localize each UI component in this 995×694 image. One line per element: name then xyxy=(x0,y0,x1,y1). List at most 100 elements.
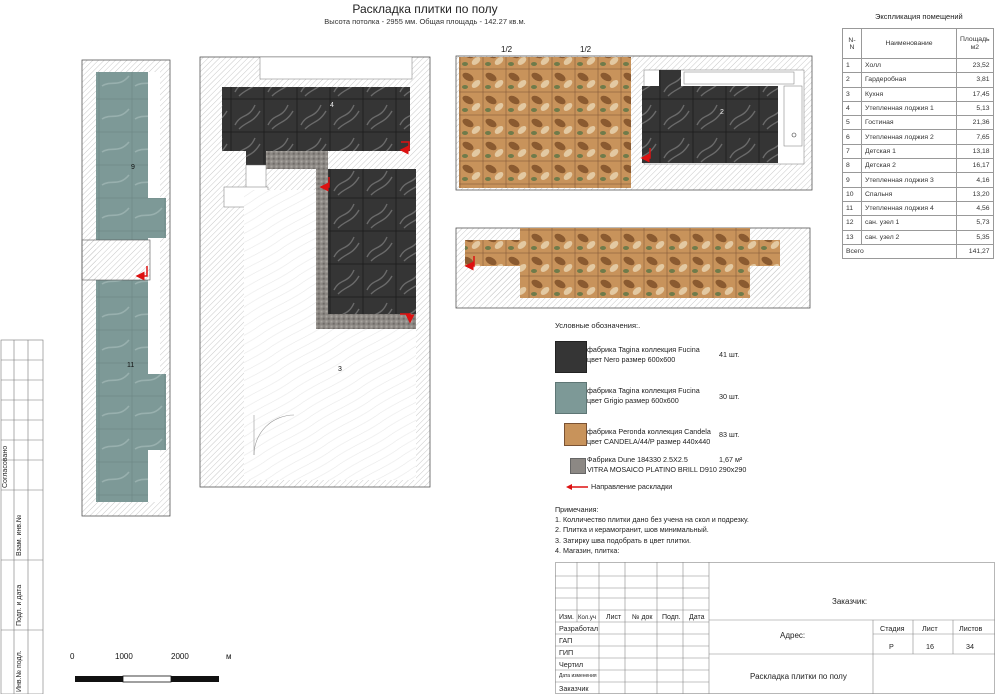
half-label-left: 1/2 xyxy=(501,45,513,54)
rooms-top-right xyxy=(455,55,813,191)
scale-bar xyxy=(75,675,219,683)
explication-total-value: 141,27 xyxy=(956,243,994,260)
explication-row-num: 8 xyxy=(842,158,862,174)
tb-razrabotal: Разработал xyxy=(559,624,599,633)
page-subtitle: Высота потолка - 2955 мм. Общая площадь … xyxy=(324,17,526,26)
notes-block: Примечания: 1. Колличество плитки дано б… xyxy=(555,505,749,556)
half-label-right: 1/2 xyxy=(580,45,592,54)
legend-direction-label: Направление раскладки xyxy=(591,482,673,491)
room-9-label: 9 xyxy=(131,164,135,171)
side-inv-zam-label: Взам. инв.№ xyxy=(16,514,23,556)
explication-row-num: 1 xyxy=(842,57,862,74)
loggia-strip xyxy=(455,227,811,309)
tb-col-podp: Подп. xyxy=(662,614,681,621)
legend-item-grigio: фабрика Tagina коллекция Fucina цвет Gri… xyxy=(587,386,700,406)
explication-col-area: Площадь м2 xyxy=(956,28,994,59)
tb-data-izm: Дата изменения xyxy=(559,673,597,679)
explication-row-num: 12 xyxy=(842,215,862,231)
tb-col-data: Дата xyxy=(689,614,705,621)
legend-item-mosaic: Фабрика Dune 184330 2.5X2.5 VITRA MOSAIC… xyxy=(587,455,746,475)
explication-row-num: 2 xyxy=(842,72,862,88)
floor-plan-drawing: 9 11 4 3 2 1/2 1/2 xyxy=(0,45,813,694)
tb-address-label: Адрес: xyxy=(780,631,806,640)
explication-total-label: Всего xyxy=(842,243,957,260)
legend-candela-line2: цвет CANDELA/44/P размер 440х440 xyxy=(587,437,711,446)
explication-row-num: 5 xyxy=(842,115,862,131)
legend-item-candela: фабрика Peronda коллекция Candela цвет C… xyxy=(587,427,711,447)
explication-row-area: 16,17 xyxy=(956,158,994,174)
legend-grigio-line2: цвет Grigio размер 600х600 xyxy=(587,396,679,405)
explication-row-name: Утепленная лоджия 2 xyxy=(861,129,957,145)
explication-row-name: Утепленная лоджия 4 xyxy=(861,200,957,217)
legend-swatch-nero xyxy=(555,341,587,373)
tb-sheet-name: Раскладка плитки по полу xyxy=(750,672,847,681)
tb-col-kol: Кол.уч xyxy=(578,615,596,621)
explication-row-num: 6 xyxy=(842,129,862,145)
explication-row-area: 7,65 xyxy=(956,129,994,145)
explication-row-name: Гостиная xyxy=(861,115,957,131)
explication-row-num: 9 xyxy=(842,172,862,188)
explication-col-area-1: Площадь xyxy=(960,35,990,43)
note-4: 4. Магазин, плитка: xyxy=(555,545,620,555)
explication-row-area: 21,36 xyxy=(956,115,994,131)
legend-mosaic-qty: 1,67 м² xyxy=(719,455,743,464)
page-title: Раскладка плитки по полу xyxy=(352,2,498,16)
legend-nero-line1: фабрика Tagina коллекция Fucina xyxy=(587,345,700,354)
room-3-label: 3 xyxy=(338,366,342,373)
side-stamp-frame xyxy=(0,339,44,694)
explication-row-name: Гардеробная xyxy=(861,72,957,88)
explication-row-num: 4 xyxy=(842,100,862,117)
room-2-label: 2 xyxy=(720,109,724,116)
explication-row-name: сан. узел 1 xyxy=(861,215,957,231)
explication-row-name: Утепленная лоджия 1 xyxy=(861,100,957,117)
tb-stage-header: Стадия xyxy=(880,624,905,633)
tb-list-header: Лист xyxy=(922,624,938,633)
tb-chertil: Чертил xyxy=(559,660,584,669)
explication-row-num: 13 xyxy=(842,229,862,245)
scale-unit: м xyxy=(226,652,232,661)
legend-swatch-candela xyxy=(564,423,587,446)
explication-row-area: 23,52 xyxy=(956,57,994,74)
scale-tick-0: 0 xyxy=(70,652,75,661)
tb-list-value: 16 xyxy=(926,642,934,651)
explication-row-num: 11 xyxy=(842,200,862,217)
legend-arrow-icon xyxy=(566,484,588,490)
explication-row-name: Детская 2 xyxy=(861,158,957,174)
tb-listov-value: 34 xyxy=(966,642,974,651)
legend-item-nero: фабрика Tagina коллекция Fucina цвет Ner… xyxy=(587,345,700,365)
explication-row-area: 3,81 xyxy=(956,72,994,88)
loggia-9-11 xyxy=(81,59,171,517)
room-4-label: 4 xyxy=(330,102,334,109)
legend-swatch-mosaic xyxy=(570,458,586,474)
explication-row-area: 13,18 xyxy=(956,143,994,160)
rooms-3-4 xyxy=(199,56,431,488)
explication-row-name: сан. узел 2 xyxy=(861,229,957,245)
tb-col-list: Лист xyxy=(606,614,622,621)
explication-col-area-2: м2 xyxy=(970,43,980,51)
explication-row-area: 4,56 xyxy=(956,200,994,217)
explication-row-num: 7 xyxy=(842,143,862,160)
explication-row-num: 10 xyxy=(842,186,862,202)
explication-col-name: Наименование xyxy=(861,28,957,59)
scale-tick-1000: 1000 xyxy=(115,652,133,661)
note-1: 1. Колличество плитки дано без учена на … xyxy=(555,515,749,525)
tb-gip: ГИП xyxy=(559,648,574,657)
side-inv-orig-label: Инв.№ подл. xyxy=(16,650,23,692)
explication-row-name: Кухня xyxy=(861,86,957,102)
explication-row-area: 5,13 xyxy=(956,100,994,117)
legend-grigio-qty: 30 шт. xyxy=(719,392,740,401)
explication-row-name: Утепленная лоджия 3 xyxy=(861,172,957,188)
legend-nero-qty: 41 шт. xyxy=(719,350,740,359)
explication-row-num: 3 xyxy=(842,86,862,102)
side-sign-date-label: Подп. и дата xyxy=(16,584,23,626)
